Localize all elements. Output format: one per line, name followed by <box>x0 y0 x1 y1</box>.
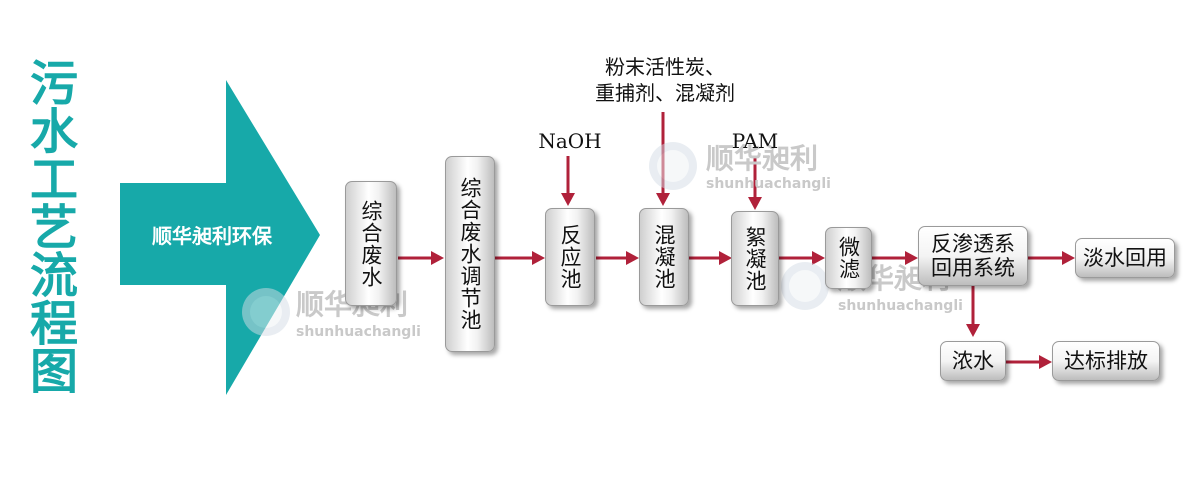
watermark-en: shunhuachangli <box>706 176 831 192</box>
reagent-carbon-line2: 重捕剂、混凝剂 <box>595 81 735 105</box>
step-label: 浓水 <box>952 349 994 373</box>
arrow-naoh-to-reaction <box>561 156 575 206</box>
arrow-microfilter-to-ro <box>872 251 918 265</box>
arrow-ro-to-fresh-reuse <box>1028 251 1075 265</box>
arrow-coagulation-to-flocculation <box>689 251 732 265</box>
watermark-en: shunhuachangli <box>838 298 963 314</box>
step-microfilter: 微滤 <box>825 227 872 289</box>
reagent-pam: PAM <box>731 129 779 153</box>
step-coagulation-tank: 混凝池 <box>639 208 689 306</box>
step-label: 反应池 <box>558 224 582 290</box>
watermark-logo-icon <box>649 142 697 190</box>
reagent-naoh: NaOH <box>538 129 602 153</box>
step-equalization-tank: 综合废水调节池 <box>445 156 495 352</box>
step-label: 微滤 <box>836 236 861 280</box>
step-label: 混凝池 <box>652 224 676 290</box>
step-wastewater: 综合废水 <box>345 181 397 306</box>
arrow-reaction-to-coagulation <box>596 251 639 265</box>
step-label: 综合废水调节池 <box>458 177 482 331</box>
step-concentrate: 浓水 <box>940 341 1006 381</box>
brand-label: 顺华昶利环保 <box>152 224 272 248</box>
step-label: 淡水回用 <box>1083 246 1167 270</box>
arrow-flocculation-to-microfilter <box>779 251 825 265</box>
reagent-carbon-line1: 粉末活性炭、 <box>605 55 725 79</box>
step-label: 絮凝池 <box>743 225 767 292</box>
watermark-logo-icon <box>242 288 290 336</box>
watermark-en: shunhuachangli <box>296 324 421 340</box>
watermark-logo-icon <box>781 262 829 310</box>
step-discharge: 达标排放 <box>1052 341 1160 381</box>
arrow-ro-to-concentrate <box>966 286 980 337</box>
arrow-pam-to-flocculation <box>748 156 762 210</box>
step-label: 综合废水 <box>359 199 383 288</box>
arrow-equalization-to-reaction <box>495 251 545 265</box>
step-fresh-water-reuse: 淡水回用 <box>1075 238 1175 278</box>
watermark-cn: 顺华昶利 <box>706 142 819 175</box>
step-reaction-tank: 反应池 <box>545 208 595 306</box>
step-label: 反渗透系回用系统 <box>931 232 1015 280</box>
step-flocculation-tank: 絮凝池 <box>731 211 779 306</box>
diagram-title: 污水工艺流程图 <box>21 58 77 394</box>
step-label: 达标排放 <box>1064 349 1148 373</box>
arrow-concentrate-to-discharge <box>1006 355 1052 369</box>
step-reverse-osmosis: 反渗透系回用系统 <box>918 226 1028 286</box>
arrow-wastewater-to-equalization <box>398 251 444 265</box>
